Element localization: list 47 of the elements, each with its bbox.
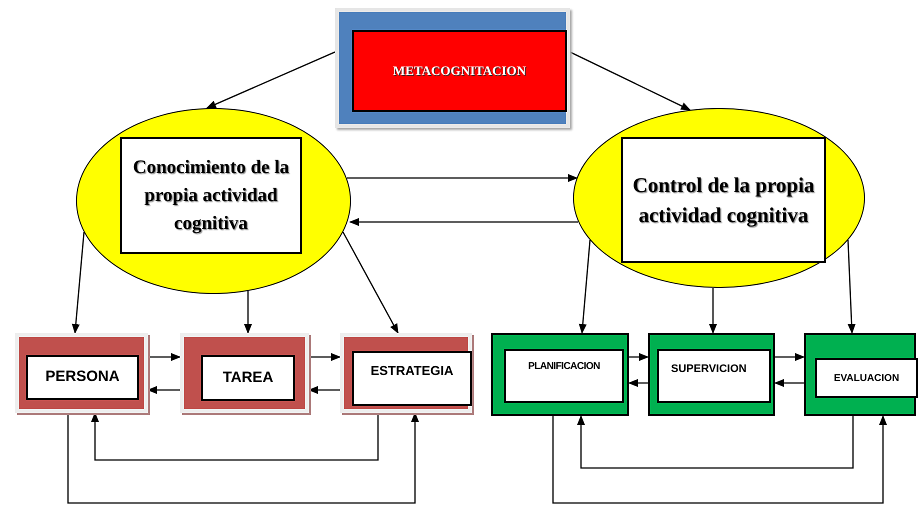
box-label: SUPERVICION bbox=[671, 362, 748, 377]
arrow bbox=[552, 415, 887, 504]
frame-box bbox=[804, 333, 916, 416]
arrow bbox=[709, 288, 717, 334]
title-label: METACOGNITACION bbox=[392, 62, 526, 80]
text-box bbox=[621, 137, 826, 263]
arrow bbox=[347, 174, 578, 182]
arrow bbox=[148, 353, 181, 361]
box-label: Control de la propia actividad cognitiva bbox=[632, 172, 816, 229]
box-label: Conocimiento de la propia actividad cognitiva bbox=[132, 156, 290, 236]
arrow bbox=[91, 412, 379, 461]
box-label: TAREA bbox=[222, 368, 274, 388]
text-box bbox=[26, 355, 139, 400]
frame-box bbox=[180, 333, 309, 413]
frame-box bbox=[335, 8, 570, 128]
frame-box bbox=[340, 333, 472, 413]
arrow bbox=[308, 386, 340, 394]
arrow bbox=[774, 379, 804, 387]
text-box bbox=[504, 349, 624, 403]
box-label: EVALUACION bbox=[834, 372, 900, 386]
box-label: ESTRATEGIA bbox=[370, 362, 454, 380]
arrow bbox=[67, 412, 419, 504]
box-label: PLANIFICACION bbox=[528, 360, 600, 374]
arrow bbox=[578, 240, 591, 334]
text-box bbox=[201, 355, 295, 401]
arrow bbox=[72, 232, 85, 334]
text-box bbox=[815, 358, 918, 398]
arrow bbox=[628, 379, 648, 387]
arrow bbox=[577, 415, 854, 469]
frame-box bbox=[491, 333, 629, 416]
arrow bbox=[309, 353, 341, 361]
arrow bbox=[349, 218, 578, 226]
arrow bbox=[629, 353, 649, 361]
text-box bbox=[352, 351, 472, 406]
frame-box bbox=[648, 333, 775, 416]
arrow bbox=[147, 386, 180, 394]
arrow bbox=[775, 353, 805, 361]
text-box bbox=[657, 349, 771, 403]
title-box bbox=[352, 30, 567, 112]
arrow bbox=[847, 240, 856, 334]
arrow bbox=[570, 51, 691, 111]
arrow bbox=[206, 51, 336, 109]
box-label: PERSONA bbox=[45, 367, 120, 388]
text-box bbox=[120, 137, 302, 254]
frame-box bbox=[15, 333, 148, 413]
arrow bbox=[342, 232, 399, 334]
arrow bbox=[244, 291, 252, 334]
